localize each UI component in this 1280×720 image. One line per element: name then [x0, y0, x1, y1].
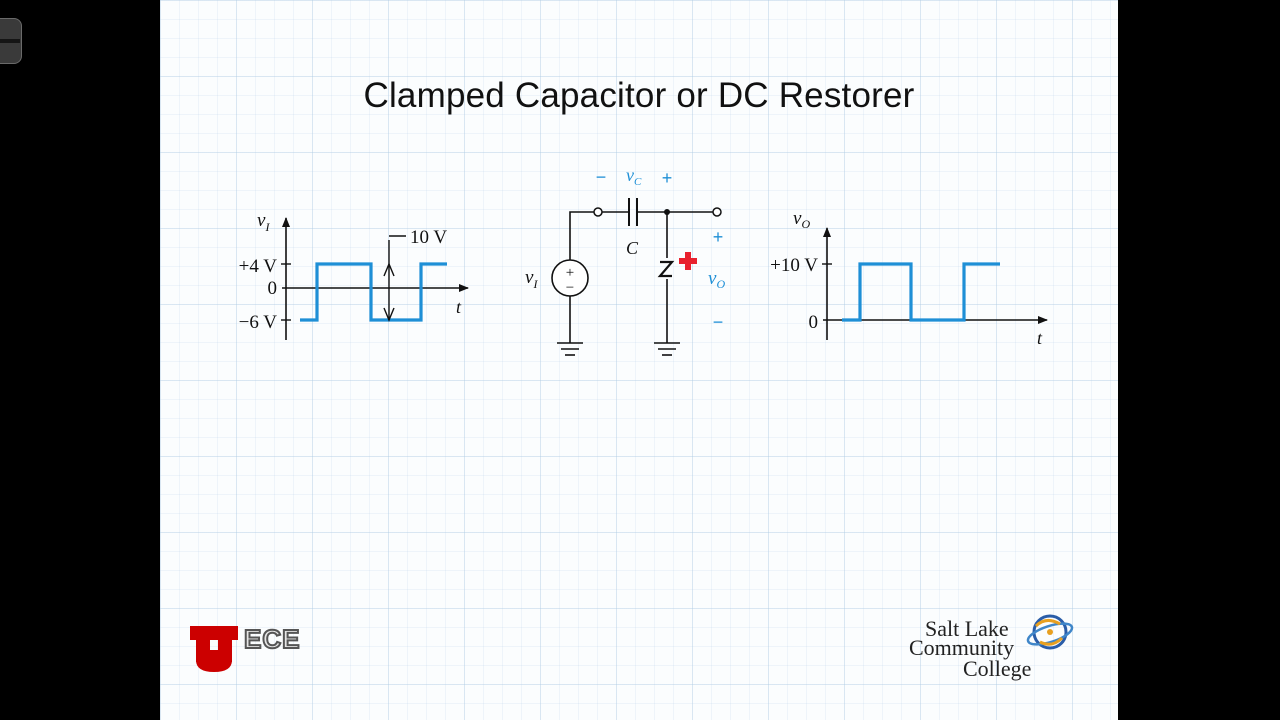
slide-title: Clamped Capacitor or DC Restorer — [363, 76, 915, 115]
slcc-line-3: College — [963, 656, 1031, 681]
block-u-icon — [190, 626, 238, 672]
annotation-marker — [679, 252, 697, 270]
source-plus-symbol: + — [566, 265, 574, 281]
swing-arrowhead-up — [383, 262, 395, 277]
ground-symbol-right — [654, 342, 680, 356]
output-level-zero-label: 0 — [809, 312, 819, 333]
capacitor-label: C — [626, 238, 639, 258]
input-level-low-label: −6 V — [239, 312, 278, 333]
output-terminal — [712, 207, 722, 217]
swing-arrowhead-down — [383, 307, 395, 322]
input-axis-label: vI — [257, 210, 270, 234]
ground-symbol-left — [557, 342, 583, 356]
input-waveform: vI t +4 V 0 −6 V 10 V — [239, 210, 469, 340]
output-level-high-label: +10 V — [770, 255, 818, 276]
input-level-zero-label: 0 — [268, 278, 278, 299]
output-time-label: t — [1037, 328, 1043, 348]
capacitor-voltage-label: vC — [626, 165, 642, 188]
output-label: vO — [708, 268, 725, 291]
side-handle[interactable] — [0, 18, 22, 64]
swing-label: 10 V — [410, 227, 447, 248]
input-terminal — [593, 207, 603, 217]
output-axis-label: vO — [793, 208, 810, 231]
input-square-wave — [300, 262, 447, 322]
output-waveform: vO +10 V 0 t — [770, 208, 1048, 348]
source-minus-symbol: − — [566, 280, 574, 296]
capacitor-voltage-plus: + — [662, 168, 673, 188]
output-minus: − — [713, 312, 724, 332]
input-level-high-label: +4 V — [239, 256, 278, 277]
input-time-label: t — [456, 297, 462, 317]
output-plus: + — [713, 227, 724, 247]
output-square-wave — [842, 262, 1000, 322]
slcc-line-2: Community — [909, 635, 1014, 660]
wire-source-top — [569, 211, 594, 260]
ece-logo-text: ECE — [244, 624, 300, 654]
diode-symbol — [657, 260, 675, 278]
slcc-logo: Salt Lake Community College — [909, 614, 1074, 681]
clamper-diagram: vI t +4 V 0 −6 V 10 V — [190, 165, 1074, 681]
slide: Clamped Capacitor or DC Restorer vI t +4… — [160, 0, 1118, 720]
source-label: vI — [525, 267, 538, 291]
utah-ece-logo: ECE — [190, 623, 300, 672]
clamper-circuit: + − − vC + C vI + vO − — [525, 165, 725, 356]
slcc-emblem-icon — [1026, 614, 1074, 650]
slcc-line-1: Salt Lake — [925, 616, 1009, 641]
capacitor-voltage-minus: − — [596, 167, 607, 187]
